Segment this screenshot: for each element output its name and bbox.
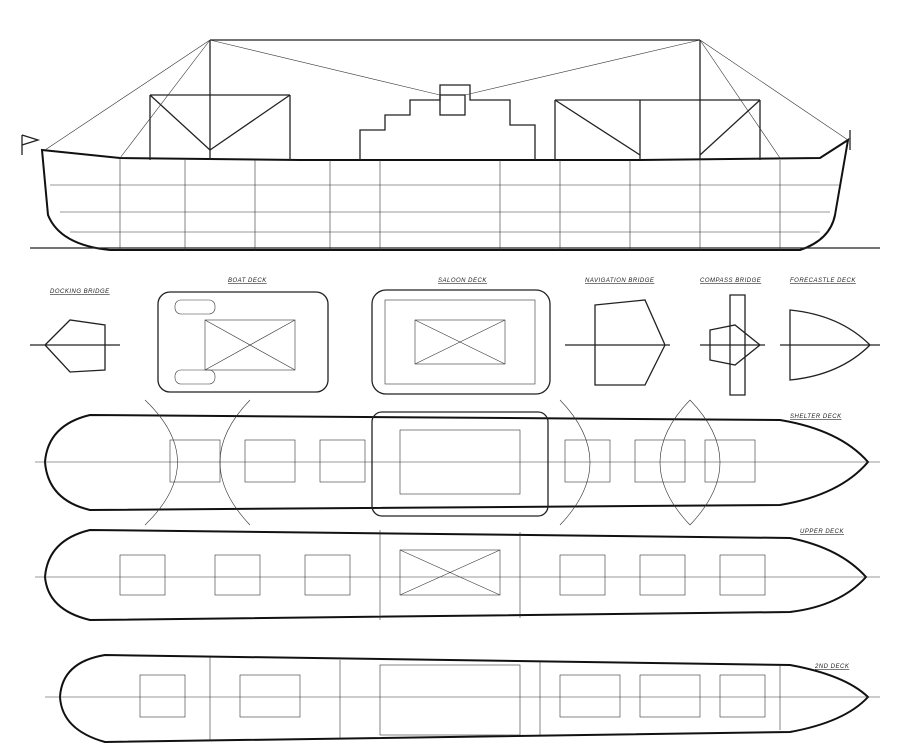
ship-profile-view — [21, 39, 880, 251]
navigation-bridge-plan — [565, 299, 670, 386]
forecastle-deck-plan — [780, 309, 880, 381]
label-boat-deck: BOAT DECK — [228, 278, 267, 284]
stern-flag — [21, 134, 41, 155]
label-2nd-deck: 2ND DECK — [814, 664, 850, 670]
rigging-stays — [44, 39, 849, 159]
label-docking-bridge: DOCKING BRIDGE — [50, 289, 110, 295]
masts-and-derricks — [149, 39, 761, 160]
label-upper-deck: UPPER DECK — [800, 529, 845, 535]
label-forecastle-deck: FORECASTLE DECK — [790, 278, 856, 284]
label-shelter-deck: SHELTER DECK — [790, 414, 842, 420]
docking-bridge-plan — [30, 319, 120, 373]
superstructure — [359, 84, 536, 160]
label-compass-bridge: COMPASS BRIDGE — [700, 278, 762, 284]
profile-hull — [40, 137, 850, 251]
upper-deck-plan — [35, 528, 880, 622]
label-navigation-bridge: NAVIGATION BRIDGE — [585, 278, 655, 284]
funnel — [439, 94, 466, 116]
shelter-deck-plan — [35, 399, 880, 526]
label-saloon-deck: SALOON DECK — [438, 278, 487, 284]
compass-bridge-plan — [700, 294, 765, 396]
profile-bulkheads — [119, 158, 781, 250]
boat-deck-plan — [157, 291, 329, 393]
second-deck-plan — [45, 653, 880, 744]
saloon-deck-plan — [371, 289, 551, 395]
